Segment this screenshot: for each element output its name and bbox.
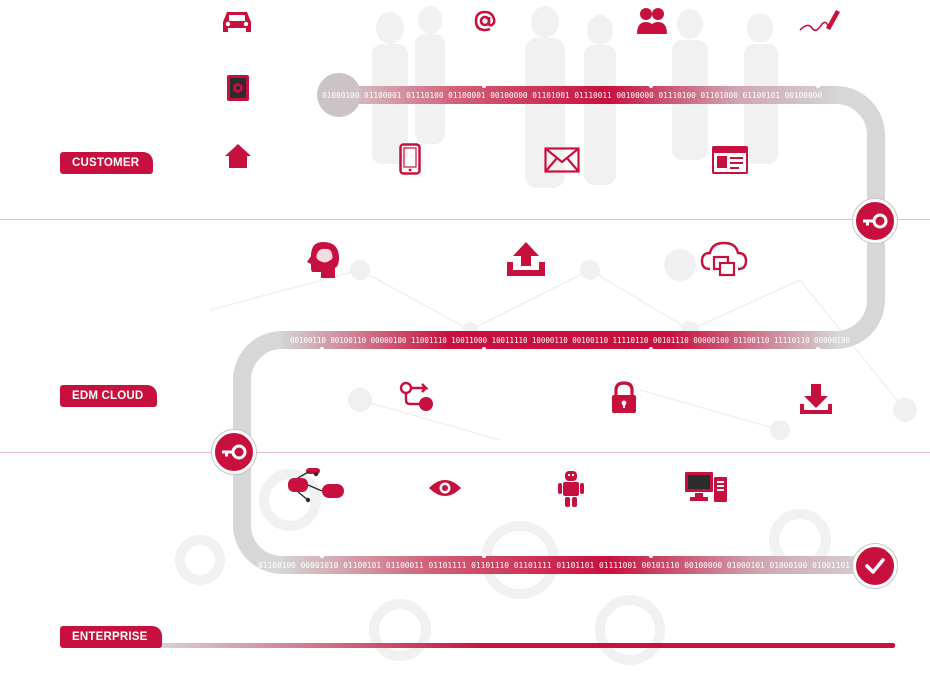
workflow-icon <box>399 381 433 411</box>
key-icon <box>222 444 247 460</box>
key-node-cloud-enterprise <box>212 430 256 474</box>
check-node-end <box>853 544 897 588</box>
workstation-icon <box>685 472 727 502</box>
car-icon <box>223 12 251 32</box>
smartphone-icon <box>399 143 421 175</box>
people-icon <box>637 8 667 34</box>
house-icon <box>225 144 251 168</box>
zone-label-customer: CUSTOMER <box>60 152 154 174</box>
cloud-copy-icon <box>700 241 748 277</box>
at-sign-icon <box>474 10 496 32</box>
lock-icon <box>612 381 636 413</box>
envelope-icon <box>544 147 580 173</box>
safe-icon <box>227 75 249 101</box>
zone-label-enterprise: ENTERPRISE <box>60 626 162 648</box>
signature-icon <box>799 10 840 32</box>
key-icon <box>863 213 888 229</box>
eye-icon <box>429 480 461 496</box>
id-card-icon <box>712 146 748 174</box>
zone-label-edm-cloud: EDM CLOUD <box>60 385 158 407</box>
checkmark-icon <box>865 558 885 574</box>
download-icon <box>800 384 832 414</box>
brain-icon <box>307 242 339 278</box>
upload-icon <box>507 242 545 276</box>
robot-icon <box>558 471 584 507</box>
key-node-customer-cloud <box>853 199 897 243</box>
flowchart-icon <box>288 468 344 503</box>
